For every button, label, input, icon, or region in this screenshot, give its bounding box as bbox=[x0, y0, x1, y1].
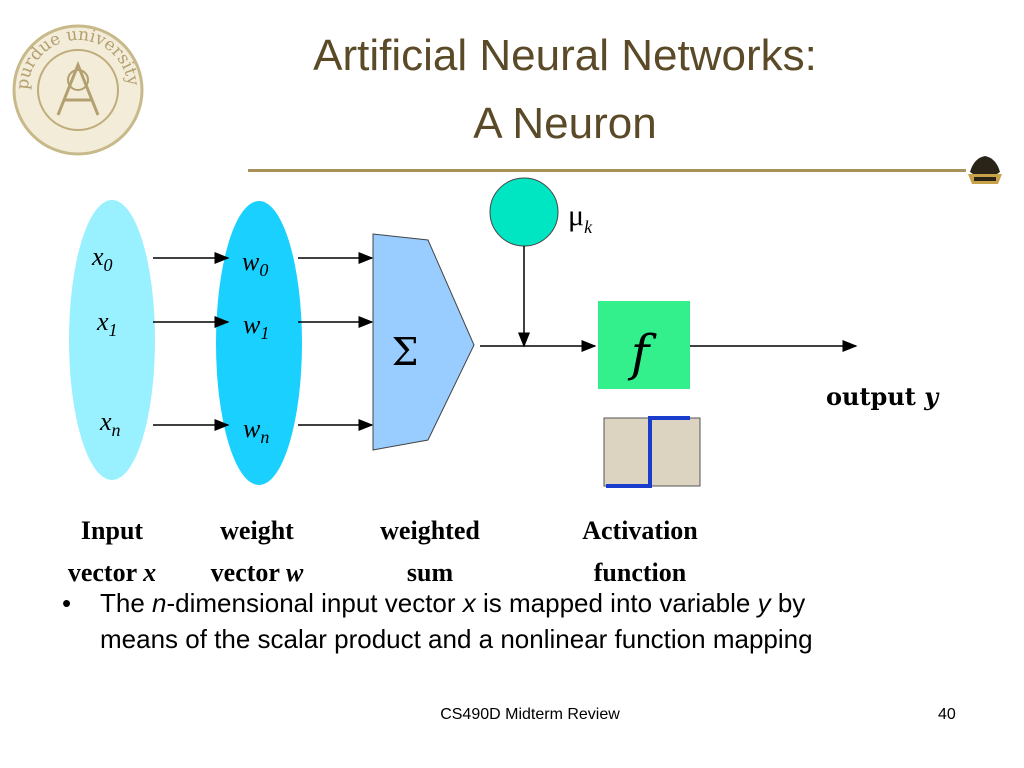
bullet-item: The n-dimensional input vector x is mapp… bbox=[100, 588, 813, 654]
input-xn-label: xn bbox=[99, 407, 121, 440]
weight-wn-label: wn bbox=[243, 414, 269, 447]
weight-vector-ellipse bbox=[216, 201, 302, 485]
weight-w1-label: w1 bbox=[243, 310, 269, 343]
slide-title-line-1: Artificial Neural Networks: bbox=[313, 31, 817, 80]
slide-title-line-2: A Neuron bbox=[473, 99, 657, 148]
activation-function-box bbox=[598, 301, 690, 389]
step-function-line bbox=[606, 416, 690, 488]
bias-mu-k-label: μk bbox=[568, 199, 593, 237]
label-input-vector: Input vector x bbox=[67, 516, 157, 587]
summation-node bbox=[372, 233, 475, 451]
label-activation-function: Activation function bbox=[582, 516, 698, 587]
input-x1-label: x1 bbox=[96, 307, 118, 340]
university-seal-icon: purdue university bbox=[12, 24, 144, 156]
label-weight-vector: weight vector w bbox=[210, 516, 304, 587]
label-weighted-sum: weighted sum bbox=[380, 516, 480, 587]
input-vector-ellipse bbox=[69, 200, 155, 480]
title-divider bbox=[248, 169, 966, 172]
summation-symbol: Σ bbox=[392, 330, 419, 374]
page-number: 40 bbox=[938, 706, 956, 723]
weight-w0-label: w0 bbox=[242, 247, 268, 280]
purdue-logo-icon bbox=[968, 156, 1002, 184]
output-y-label: output y bbox=[826, 382, 940, 411]
bias-circle bbox=[489, 177, 559, 247]
footer-text: CS490D Midterm Review bbox=[440, 706, 620, 723]
bullet-dot-icon: • bbox=[62, 588, 72, 618]
input-x0-label: x0 bbox=[91, 242, 113, 275]
